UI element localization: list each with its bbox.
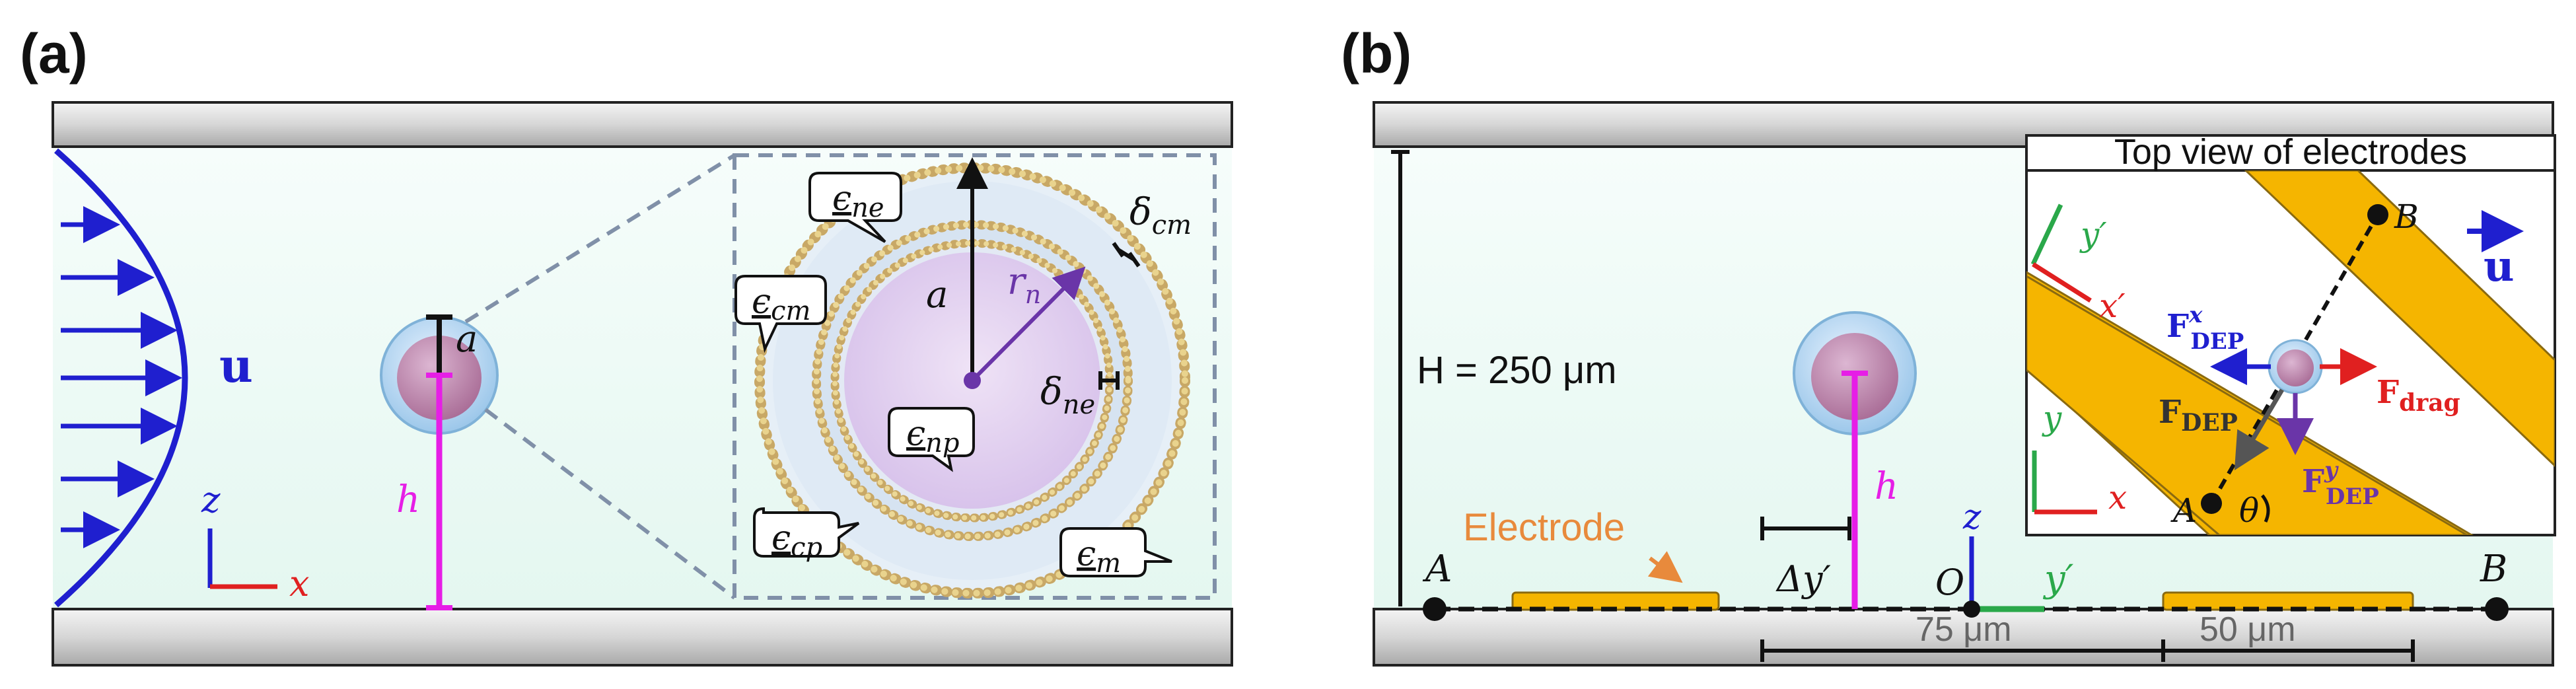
zoom-radius-rn: rn [1007, 260, 1041, 309]
svg-text:ϵm: ϵm [1077, 534, 1121, 579]
inset-electrode-bottom-band [2026, 275, 2469, 535]
axis-y-label-b: y′ [2042, 558, 2074, 600]
radius-symbol-a: a [456, 318, 478, 361]
axis-z-label-b: z [1962, 497, 1982, 537]
inset-x-prime: x′ [2099, 287, 2126, 325]
height-symbol-a: h [396, 478, 420, 521]
radius-rn-arrow [970, 266, 1086, 382]
inset-point-B [2367, 204, 2388, 225]
delta-cm-marker [1112, 242, 1141, 268]
delta-cm-label: δcm [1129, 191, 1192, 240]
inset-theta: θ [2239, 491, 2259, 530]
inset-y: y [2042, 399, 2062, 437]
inset-top-view: Top view of electrodes A B θ y′ x′ [2025, 132, 2556, 536]
zoom-line-bottom [484, 408, 736, 600]
width-dimension-label: 50 μm [2200, 610, 2296, 649]
dimension-bars [1760, 639, 2415, 662]
axes-zy-b: z y′ O [1935, 497, 2074, 618]
callout-np: ϵnp [888, 407, 975, 472]
axis-x-label: x [289, 563, 309, 604]
inset-x: x [2108, 478, 2127, 517]
callout-cm: ϵcm [734, 275, 827, 353]
inset-primed-axes: y′ x′ [2030, 203, 2126, 325]
svg-text:ϵcm: ϵcm [752, 282, 810, 326]
inset-electrode-top [2244, 170, 2555, 468]
delta-ne-marker [1098, 371, 1120, 390]
point-A-dot [1423, 597, 1447, 621]
bottom-wall-b [1373, 608, 2554, 667]
offset-dimension [1760, 517, 1851, 540]
callout-cp: ϵcp [753, 507, 860, 563]
panel-b: (b) H = 250 μm Electrode A B z y′ O [1341, 22, 2556, 667]
theta-arc [2261, 494, 2270, 523]
electrode-right [2162, 591, 2414, 611]
f-dep-label: FDEP [2159, 394, 2238, 437]
bottom-wall-a [52, 608, 1233, 667]
electrode-label: Electrode [1463, 506, 1625, 549]
point-A-label: A [1422, 548, 1452, 591]
inset-axes: y x [2032, 399, 2127, 517]
svg-text:ϵnp: ϵnp [906, 414, 960, 458]
inset-u: u [2484, 242, 2515, 291]
svg-text:ϵcp: ϵcp [771, 519, 822, 563]
flow-arrows [61, 206, 182, 548]
f-drag-label: Fdrag [2377, 374, 2460, 417]
electrode-pointer [1647, 551, 1683, 583]
axes-zx-a: z x [201, 479, 309, 604]
f-dep-arrow [2234, 388, 2285, 471]
flow-velocity-symbol: u [219, 338, 253, 393]
delta-ne-label: δne [1040, 371, 1095, 420]
rn-main: r [1007, 260, 1027, 303]
channel-height-label: H = 250 μm [1417, 349, 1617, 392]
inset-point-A [2201, 493, 2222, 514]
offset-label: Δy′ [1775, 558, 1831, 600]
point-B-dot [2485, 597, 2509, 621]
callout-ne: ϵne [808, 172, 902, 243]
svg-text:rn: rn [1007, 260, 1041, 309]
svg-text:ϵne: ϵne [832, 179, 884, 223]
cell-b: h [1793, 311, 1917, 609]
panel-a-label: (a) [20, 22, 88, 85]
origin-label: O [1935, 562, 1964, 603]
point-B-label: B [2480, 548, 2507, 591]
zoom-line-top [464, 153, 736, 324]
panel-a: (a) u z x a [20, 22, 1233, 667]
inset-title: Top view of electrodes [2114, 132, 2467, 172]
inset-B-label: B [2394, 198, 2419, 236]
inset-A-label: A [2170, 491, 2197, 530]
height-indicator-a: h [396, 373, 452, 610]
zoom-center [964, 372, 981, 389]
gap-dimension-label: 75 μm [1915, 610, 2012, 649]
zoom-radius-a: a [926, 273, 948, 316]
axis-z-label: z [201, 479, 221, 521]
panel-b-label: (b) [1341, 22, 1412, 85]
inset-y-prime: y′ [2079, 215, 2107, 254]
height-symbol-b: h [1875, 465, 1898, 508]
rn-sub: n [1025, 280, 1041, 309]
top-wall-a [52, 101, 1233, 148]
inset-electrode-bottom [2026, 271, 2474, 535]
callout-m: ϵm [1059, 527, 1172, 579]
channel-height-indicator [1391, 150, 1410, 606]
zoom-box [733, 153, 1217, 600]
inset-cell-core [2277, 349, 2314, 386]
